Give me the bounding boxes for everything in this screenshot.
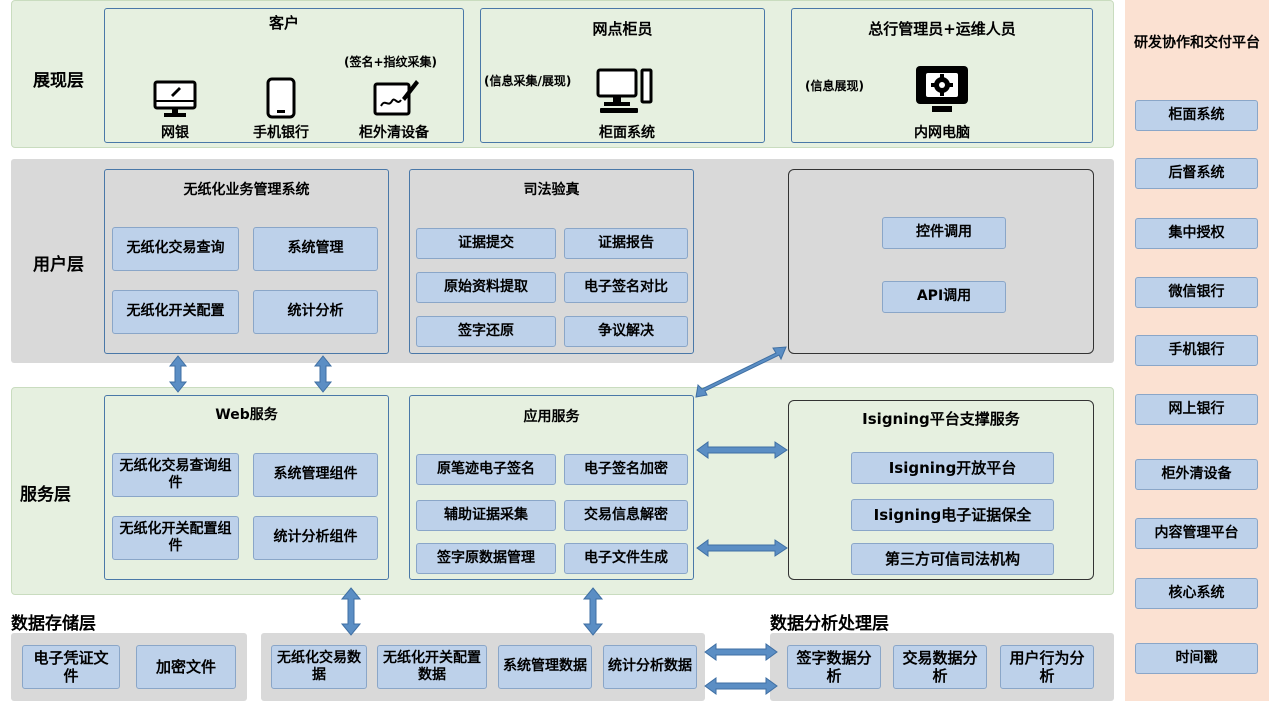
channel-label-counter-device: 柜外清设备: [359, 125, 429, 141]
isigning-open-platform-box: Isigning开放平台: [851, 452, 1054, 484]
handwriting-e-signature-box: 原笔迹电子签名: [416, 454, 556, 485]
service-layer-label: 服务层: [20, 485, 71, 505]
isigning-evidence-preserve-box: Isigning电子证据保全: [851, 499, 1054, 531]
transaction-data-analysis-box: 交易数据分析: [893, 645, 987, 689]
channel-label-mobile-bank: 手机银行: [253, 125, 309, 141]
system-management-data-box: 系统管理数据: [498, 645, 592, 689]
double-arrow-icon: [582, 587, 604, 636]
presentation-layer-label: 展现层: [33, 71, 84, 91]
auxiliary-evidence-box: 辅助证据采集: [416, 500, 556, 531]
platform-item-wechat-bank: 微信银行: [1135, 277, 1258, 308]
switch-config-component-box: 无纸化开关配置组件: [112, 516, 239, 560]
paperless-switch-data-box: 无纸化开关配置数据: [377, 645, 487, 689]
control-call-box: 控件调用: [882, 217, 1006, 249]
platform-item-content-management: 内容管理平台: [1135, 518, 1258, 549]
desktop-computer-icon: [596, 68, 654, 118]
e-signature-compare-box: 电子签名对比: [564, 272, 688, 303]
call-interface-frame: [788, 169, 1094, 354]
evidence-submit-box: 证据提交: [416, 228, 556, 259]
e-voucher-file-box: 电子凭证文件: [22, 645, 120, 689]
platform-item-post-supervision: 后督系统: [1135, 158, 1258, 189]
isigning-service-title: Isigning平台支撑服务: [862, 410, 1020, 428]
platform-item-core-system: 核心系统: [1135, 578, 1258, 609]
settings-monitor-icon: [914, 64, 970, 118]
customer-frame: [104, 8, 464, 143]
web-service-frame: [104, 395, 389, 580]
delivery-platform-title: 研发协作和交付平台: [1134, 35, 1260, 51]
teller-note: (信息采集/展现): [484, 74, 572, 88]
teller-frame: [480, 8, 765, 143]
signature-restore-box: 签字还原: [416, 316, 556, 347]
application-service-title: 应用服务: [523, 409, 580, 425]
signature-data-analysis-box: 签字数据分析: [787, 645, 881, 689]
isigning-service-frame: [788, 400, 1094, 580]
admin-frame: [791, 8, 1093, 143]
system-management-box: 系统管理: [253, 227, 378, 271]
double-arrow-icon: [340, 587, 362, 636]
paperless-system-title: 无纸化业务管理系统: [183, 182, 310, 198]
statistics-analysis-box: 统计分析: [253, 290, 378, 334]
phone-icon: [266, 77, 296, 123]
double-arrow-icon: [704, 643, 778, 661]
admin-device-label: 内网电脑: [914, 125, 970, 141]
e-file-generation-box: 电子文件生成: [564, 543, 688, 574]
application-service-frame: [409, 395, 694, 580]
encrypted-file-box: 加密文件: [136, 645, 236, 689]
e-signature-encrypt-box: 电子签名加密: [564, 454, 688, 485]
paperless-transaction-data-box: 无纸化交易数据: [271, 645, 367, 689]
monitor-icon: [152, 80, 198, 124]
judicial-verification-title: 司法验真: [523, 182, 580, 198]
platform-item-online-bank: 网上银行: [1135, 394, 1258, 425]
paperless-switch-config-box: 无纸化开关配置: [112, 290, 239, 334]
platform-item-counter-system: 柜面系统: [1135, 100, 1258, 131]
evidence-report-box: 证据报告: [564, 228, 688, 259]
teller-title: 网点柜员: [592, 20, 653, 38]
platform-item-timestamp: 时间戳: [1135, 643, 1258, 674]
data-storage-layer-label: 数据存储层: [11, 614, 96, 634]
teller-device-label: 柜面系统: [599, 125, 655, 141]
user-layer-label: 用户层: [33, 255, 84, 275]
original-data-extract-box: 原始资料提取: [416, 272, 556, 303]
double-arrow-icon: [704, 677, 778, 695]
third-party-judicial-box: 第三方可信司法机构: [851, 543, 1054, 575]
transaction-decrypt-box: 交易信息解密: [564, 500, 688, 531]
api-call-box: API调用: [882, 281, 1006, 313]
admin-title: 总行管理员+运维人员: [868, 20, 1016, 38]
dispute-resolution-box: 争议解决: [564, 316, 688, 347]
user-behavior-analysis-box: 用户行为分析: [1000, 645, 1094, 689]
customer-sign-note: (签名+指纹采集): [344, 55, 438, 69]
signature-pad-icon: [372, 76, 420, 122]
transaction-query-component-box: 无纸化交易查询组件: [112, 453, 239, 497]
data-analysis-layer-label: 数据分析处理层: [770, 614, 889, 634]
web-service-title: Web服务: [215, 407, 278, 423]
statistics-data-box: 统计分析数据: [603, 645, 697, 689]
paperless-system-frame: [104, 169, 389, 354]
customer-title: 客户: [268, 14, 299, 32]
admin-note: (信息展现): [805, 79, 864, 93]
channel-label-online-bank: 网银: [161, 125, 189, 141]
system-management-component-box: 系统管理组件: [253, 453, 378, 497]
statistics-component-box: 统计分析组件: [253, 516, 378, 560]
judicial-verification-frame: [409, 169, 694, 354]
signature-raw-data-box: 签字原数据管理: [416, 543, 556, 574]
paperless-transaction-query-box: 无纸化交易查询: [112, 227, 239, 271]
platform-item-counter-device: 柜外清设备: [1135, 459, 1258, 490]
platform-item-mobile-bank: 手机银行: [1135, 335, 1258, 366]
platform-item-central-auth: 集中授权: [1135, 218, 1258, 249]
